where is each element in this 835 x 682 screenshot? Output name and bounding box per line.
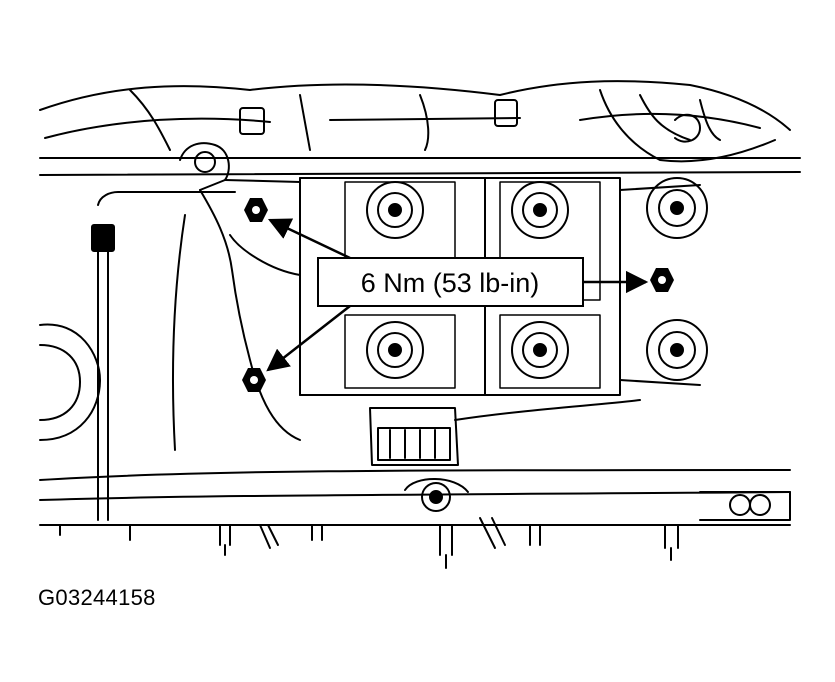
coil-tower bbox=[511, 181, 569, 239]
manifold-rails bbox=[39, 157, 801, 526]
torque-callout: 6 Nm (53 lb-in) bbox=[317, 257, 584, 307]
hex-bolt-icon bbox=[242, 368, 266, 392]
hex-bolt-icon bbox=[244, 198, 268, 222]
left-pulley bbox=[39, 323, 101, 441]
coil-tower bbox=[511, 321, 569, 379]
torque-label: 6 Nm (53 lb-in) bbox=[361, 268, 540, 298]
injector-pins bbox=[59, 517, 679, 569]
hex-bolt-icon bbox=[650, 268, 674, 292]
coil-tower bbox=[366, 321, 424, 379]
leader-arrow-icon bbox=[266, 218, 649, 372]
wire-harness bbox=[91, 191, 236, 521]
coil-tower bbox=[646, 319, 708, 381]
lower-bracket bbox=[404, 478, 791, 521]
coil-tower bbox=[646, 177, 708, 239]
engine-top-contour bbox=[39, 80, 791, 163]
coil-tower bbox=[366, 181, 424, 239]
left-bracket bbox=[172, 142, 301, 451]
figure-id: G03244158 bbox=[38, 585, 156, 610]
electrical-connector bbox=[369, 399, 641, 466]
